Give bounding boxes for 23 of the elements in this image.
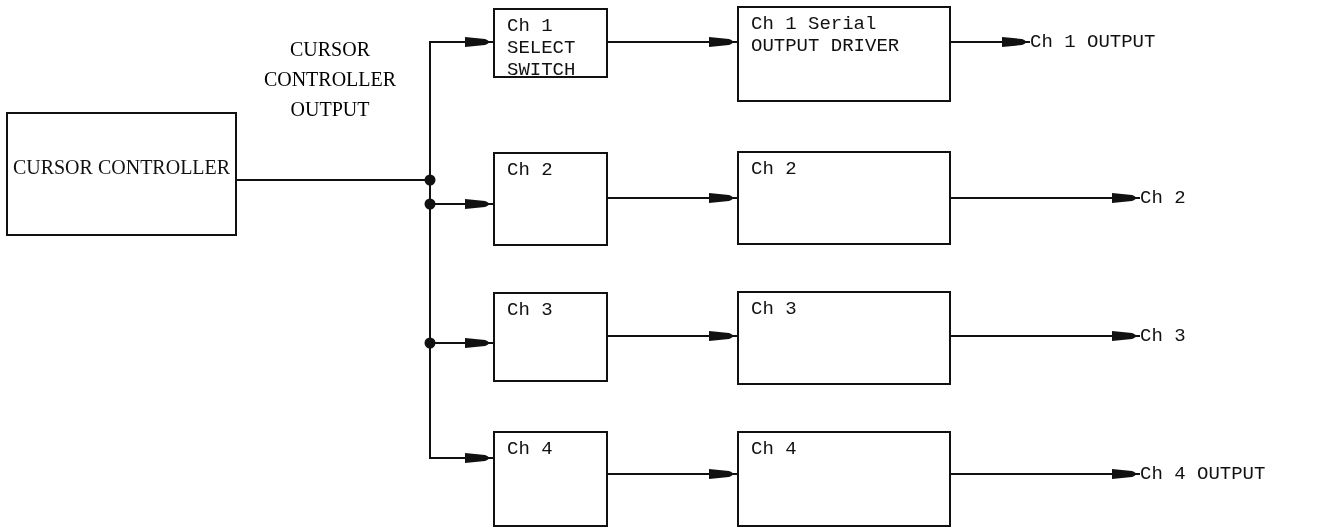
box-text: CURSOR CONTROLLER bbox=[11, 155, 232, 180]
box-text: Ch 3 bbox=[507, 300, 554, 322]
process-box bbox=[493, 292, 608, 382]
box-text: Ch 4 bbox=[507, 439, 554, 461]
box-text: Ch 2 bbox=[751, 159, 798, 181]
process-box bbox=[493, 431, 608, 527]
output-label: Ch 2 bbox=[1140, 184, 1220, 214]
process-box bbox=[737, 6, 951, 102]
output-label: Ch 1 OUTPUT bbox=[1030, 28, 1230, 58]
box-text: Ch 1 SELECT SWITCH bbox=[507, 16, 577, 82]
process-box bbox=[737, 291, 951, 385]
box-text: Ch 2 bbox=[507, 160, 554, 182]
process-box bbox=[493, 8, 608, 78]
process-box bbox=[737, 431, 951, 527]
output-label: Ch 3 bbox=[1140, 322, 1220, 352]
output-label: Ch 4 OUTPUT bbox=[1140, 460, 1320, 490]
box-text: Ch 4 bbox=[751, 439, 798, 461]
signal-label: CURSOR CONTROLLER OUTPUT bbox=[262, 37, 398, 122]
box-text: Ch 3 bbox=[751, 299, 798, 321]
process-box bbox=[493, 152, 608, 246]
controller-box bbox=[6, 112, 237, 236]
process-box bbox=[737, 151, 951, 245]
box-text: Ch 1 Serial OUTPUT DRIVER bbox=[751, 14, 901, 58]
